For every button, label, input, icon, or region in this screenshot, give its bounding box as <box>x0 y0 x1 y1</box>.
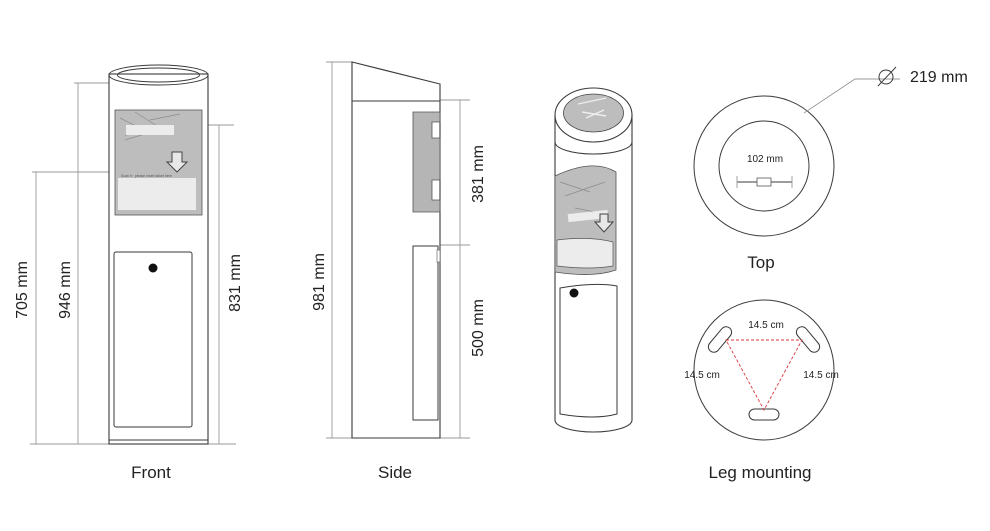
leg-base-circle <box>693 299 835 441</box>
side-500-dimension: 500 mm <box>470 299 487 357</box>
leg-spacing-top: 14.5 cm <box>748 320 784 331</box>
perspective-view <box>554 87 633 433</box>
svg-text:Scan it · please insert ticket: Scan it · please insert ticket here <box>121 174 172 178</box>
perspective-keyhole <box>569 288 579 298</box>
top-diameter-dimension: 219 mm <box>910 69 968 86</box>
front-831-dimension: 831 mm <box>227 254 244 312</box>
front-label: Front <box>131 463 171 482</box>
front-top-rim <box>108 64 209 86</box>
leg-spacing-triangle <box>725 339 803 411</box>
front-keyhole <box>148 263 158 273</box>
front-arrow-icon <box>165 151 189 173</box>
side-label: Side <box>378 463 412 482</box>
front-door <box>113 251 193 428</box>
side-door <box>412 245 439 421</box>
leg-slot-right <box>795 326 821 353</box>
side-view: 981 mm 381 mm 500 mm Side <box>311 61 487 482</box>
front-705-dimension: 705 mm <box>14 261 31 319</box>
perspective-arrow-icon <box>593 213 615 233</box>
front-view: 705 mm 946 mm 831 mm Scan it · please in… <box>14 64 244 482</box>
side-381-dimension: 381 mm <box>470 145 487 203</box>
leg-slot-bottom <box>748 408 780 421</box>
leg-mounting-label: Leg mounting <box>708 463 811 482</box>
side-981-dimension: 981 mm <box>311 253 328 311</box>
top-view: 102 mm 219 mm Top <box>693 66 968 272</box>
side-display-panel <box>412 111 441 213</box>
leg-mounting-view: 14.5 cm 14.5 cm 14.5 cm Leg mounting <box>684 299 839 482</box>
top-outer-circle <box>693 95 835 237</box>
leg-spacing-right: 14.5 cm <box>803 370 839 381</box>
perspective-door <box>559 283 618 418</box>
leg-spacing-left: 14.5 cm <box>684 370 720 381</box>
leg-slot-left <box>707 326 733 353</box>
top-inner-circle <box>718 120 810 212</box>
top-label: Top <box>747 253 774 272</box>
perspective-top-disc <box>563 93 624 133</box>
front-946-dimension: 946 mm <box>57 261 74 319</box>
side-dimension-lines <box>326 61 470 439</box>
top-inner-dimension: 102 mm <box>747 154 783 165</box>
